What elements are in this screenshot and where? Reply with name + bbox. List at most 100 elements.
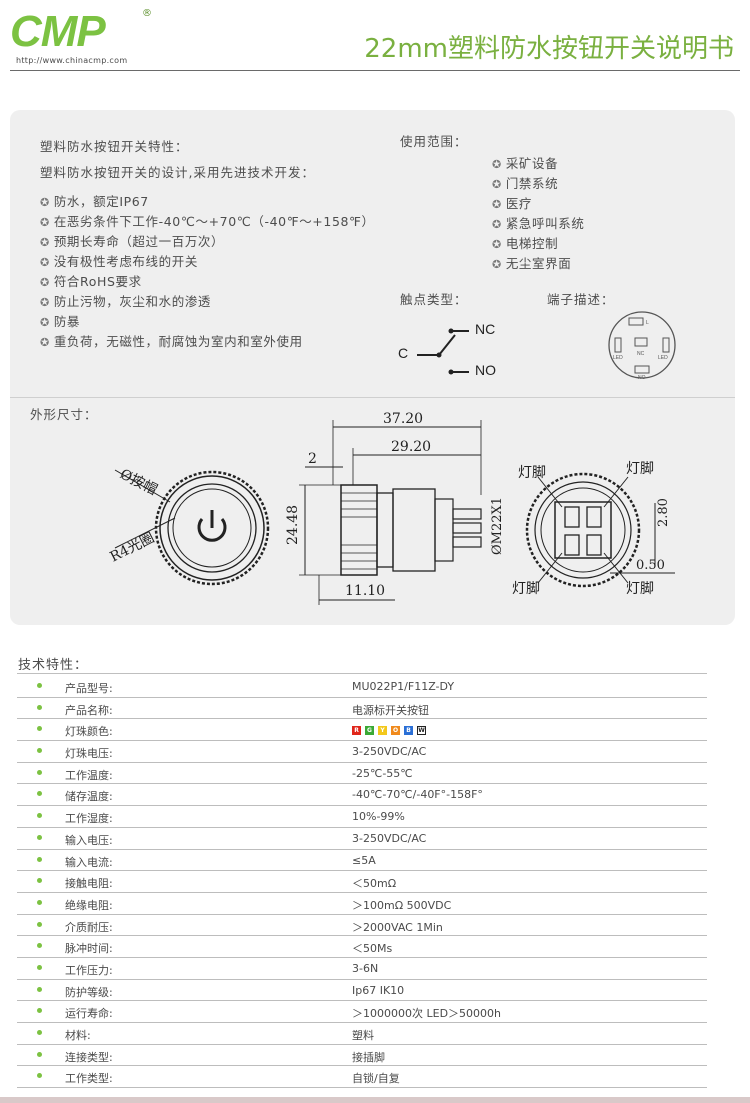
- dim-2-80: 2.80: [656, 498, 671, 527]
- bottom-rule: [0, 1097, 750, 1103]
- bullet-dot: [37, 986, 42, 992]
- dim-29-20: 29.20: [391, 439, 431, 455]
- nc-dot: [448, 328, 454, 334]
- bullet-dot: [37, 856, 42, 862]
- table-row: 产品名称:电源标开关按钮: [17, 698, 707, 720]
- list-item: ✪医疗: [492, 196, 533, 211]
- lamp-pin-label: 灯脚: [626, 461, 654, 477]
- pin-led-right-label: LED: [658, 355, 668, 361]
- color-chip-r: R: [352, 725, 361, 735]
- thread-body: [376, 492, 394, 568]
- back-knurl: [525, 472, 641, 588]
- c-label: C: [398, 345, 408, 361]
- dim-2: 2: [308, 451, 317, 467]
- dim-thread: ØM22X1: [490, 497, 505, 555]
- cap-outline: [167, 483, 257, 573]
- list-item: ✪重负荷，无磁性，耐腐蚀为室内和室外使用: [40, 334, 303, 349]
- bullet-dot: [37, 899, 42, 905]
- star-icon: ✪: [492, 178, 502, 191]
- star-icon: ✪: [492, 198, 502, 211]
- bullet-dot: [37, 943, 42, 949]
- dimensions-label: 外形尺寸：: [30, 407, 98, 422]
- back-pins: [564, 506, 602, 556]
- list-item: ✪预期长寿命（超过一百万次）: [40, 234, 225, 249]
- spec-rule: [17, 673, 707, 674]
- table-row: 产品型号:MU022P1/F11Z-DY: [17, 676, 707, 698]
- terminal-diagram: L NC NO LED LED: [608, 311, 676, 381]
- page-header: CMP ® http://www.chinacmp.com 22mm塑料防水按钮…: [0, 0, 750, 75]
- list-item: ✪防水，额定IP67: [40, 194, 149, 209]
- back-housing: [554, 501, 612, 559]
- pin-l-label: L: [646, 320, 649, 326]
- usage-heading: 使用范围：: [400, 134, 468, 149]
- star-icon: ✪: [492, 218, 502, 231]
- table-row: 工作温度:-25℃-55℃: [17, 763, 707, 785]
- leader-4: [603, 552, 629, 584]
- table-row: 脉冲时间:＜50Ms: [17, 936, 707, 958]
- button-cap-label: Ø按帽: [117, 466, 159, 498]
- color-chip-g: G: [365, 725, 374, 735]
- light-ring: [172, 488, 252, 568]
- light-ring-label: R4光圈: [108, 530, 158, 566]
- list-item: ✪在恶劣条件下工作-40℃～+70℃（-40℉～+158℉）: [40, 214, 375, 229]
- list-item: ✪防暴: [40, 314, 81, 329]
- features-list: ✪防水，额定IP67 ✪在恶劣条件下工作-40℃～+70℃（-40℉～+158℉…: [40, 192, 375, 352]
- table-row: 灯珠电压:3-250VDC/AC: [17, 741, 707, 763]
- page-title: 22mm塑料防水按钮开关说明书: [364, 34, 734, 64]
- nc-label: NC: [475, 321, 495, 337]
- ring-leader: [114, 517, 176, 549]
- terminal-pins: [452, 508, 482, 548]
- table-row: 材料:塑料: [17, 1023, 707, 1045]
- leader-3: [537, 552, 563, 584]
- table-row: 绝缘电阻:＞100mΩ 500VDC: [17, 893, 707, 915]
- spec-heading: 技术特性：: [18, 658, 89, 673]
- color-chip-y: Y: [378, 725, 387, 735]
- panel-divider: [10, 397, 735, 398]
- side-view-drawing: 37.20 29.20 2 24.48 11.10 ØM22X1: [285, 411, 505, 605]
- logo-wordmark: CMP: [10, 7, 106, 56]
- star-icon: ✪: [40, 296, 50, 309]
- terminal-label: 端子描述：: [547, 292, 615, 307]
- bullet-dot: [37, 748, 42, 754]
- bullet-dot: [37, 1030, 42, 1035]
- pin-nc-label: NC: [637, 351, 645, 357]
- star-icon: ✪: [40, 276, 50, 289]
- table-row: 介质耐压:＞2000VAC 1Min: [17, 915, 707, 937]
- star-icon: ✪: [492, 158, 502, 171]
- table-row: 连接类型:接插脚: [17, 1045, 707, 1067]
- usage-section: 使用范围： ✪采矿设备 ✪门禁系统 ✪医疗 ✪紧急呼叫系统 ✪电梯控制 ✪无尘室…: [400, 134, 584, 274]
- star-icon: ✪: [40, 216, 50, 229]
- spec-table: 产品型号:MU022P1/F11Z-DY 产品名称:电源标开关按钮 灯珠颜色: …: [17, 676, 707, 1089]
- star-icon: ✪: [492, 238, 502, 251]
- bezel-body: [340, 484, 378, 576]
- pin-led-right: [662, 337, 670, 353]
- title-rule: [10, 70, 740, 71]
- cap-leader: [114, 469, 171, 503]
- table-row: 输入电压:3-250VDC/AC: [17, 828, 707, 850]
- bullet-dot: [37, 1008, 42, 1014]
- bezel-ring: [159, 475, 265, 581]
- terminal-outline: [608, 311, 676, 379]
- star-icon: ✪: [40, 316, 50, 329]
- bullet-dot: [37, 921, 42, 927]
- list-item: ✪没有极性考虑布线的开关: [40, 254, 198, 269]
- star-icon: ✪: [40, 196, 50, 209]
- contact-schematic: NC C NO: [398, 321, 496, 378]
- dim-11-10: 11.10: [345, 583, 385, 599]
- list-item: ✪紧急呼叫系统: [492, 216, 585, 231]
- company-logo: CMP ® http://www.chinacmp.com: [10, 7, 152, 65]
- bullet-dot: [37, 813, 42, 819]
- info-panel: [10, 110, 735, 625]
- pin-no: [634, 365, 650, 374]
- terminal-block: [434, 498, 454, 562]
- contact-type-label: 触点类型：: [400, 292, 468, 307]
- star-icon: ✪: [492, 258, 502, 271]
- list-item: ✪采矿设备: [492, 156, 559, 171]
- star-icon: ✪: [40, 336, 50, 349]
- power-icon: [197, 518, 227, 542]
- registered-mark: ®: [142, 8, 152, 19]
- bullet-dot: [37, 834, 42, 840]
- table-row: 工作类型:自锁/自复: [17, 1066, 707, 1089]
- features-subheading: 塑料防水按钮开关的设计,采用先进技术开发：: [40, 165, 315, 180]
- features-section: 塑料防水按钮开关特性： 塑料防水按钮开关的设计,采用先进技术开发： ✪防水，额定…: [40, 134, 375, 352]
